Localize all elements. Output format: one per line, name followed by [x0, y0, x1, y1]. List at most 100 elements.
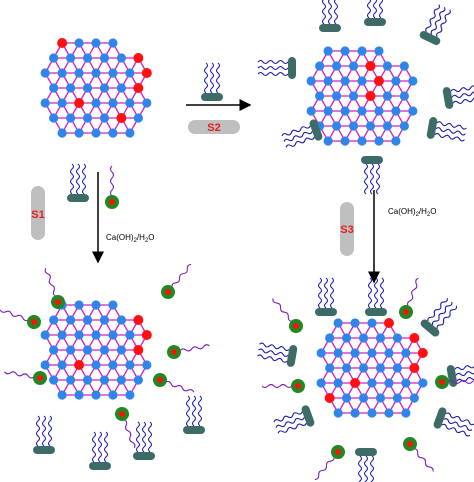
surfactant-tail — [436, 121, 467, 130]
lattice-atom — [374, 136, 384, 146]
lattice-atom — [65, 83, 76, 93]
bead-core — [171, 349, 177, 355]
lattice-atom — [65, 315, 76, 325]
surfactant-head — [183, 426, 205, 434]
lattice-atom — [367, 348, 377, 358]
lattice-atom — [340, 46, 350, 56]
reactive-atom — [409, 333, 420, 343]
lattice-atom — [357, 76, 367, 86]
surfactant-tail — [91, 431, 97, 463]
lattice-atom — [358, 363, 369, 373]
lattice-atom — [65, 345, 76, 355]
lattice-atom — [116, 375, 127, 385]
surfactant-tail — [281, 125, 311, 137]
lattice-atom — [108, 38, 118, 48]
lattice-atom — [399, 91, 409, 101]
bead-core — [439, 379, 445, 385]
surfactant-tail — [215, 62, 221, 94]
lattice-atom — [57, 360, 67, 370]
reactive-atom — [133, 53, 144, 63]
lattice-atom — [91, 38, 101, 48]
surfactant — [33, 415, 55, 454]
lattice-atom — [99, 315, 110, 325]
surfactant — [361, 156, 383, 195]
lattice-atom — [325, 363, 335, 373]
lattice-atom — [82, 53, 93, 63]
lattice-atom — [125, 390, 135, 400]
surfactant-tail — [363, 455, 369, 482]
surfactant-tail — [450, 85, 474, 93]
lattice-atom — [116, 83, 127, 93]
lattice-atom — [325, 333, 335, 343]
lattice-atom — [374, 46, 384, 56]
surfactant-head — [89, 462, 111, 470]
bead-tail — [413, 448, 434, 472]
lattice-atom — [316, 378, 326, 388]
lattice-atom — [348, 121, 359, 131]
lattice-atom — [142, 98, 152, 108]
lattice-atom — [375, 363, 386, 373]
lattice-atom — [357, 106, 367, 116]
lattice-atom — [331, 61, 342, 71]
surfactant-tail — [283, 131, 313, 142]
step-pill-s3: S3 — [340, 202, 354, 256]
lattice-atom — [331, 121, 342, 131]
surfactant — [365, 277, 387, 316]
lattice-atom — [108, 360, 118, 370]
surfactant-tail — [257, 71, 289, 77]
surfactant-tail — [97, 431, 103, 463]
lattice-atom — [57, 330, 67, 340]
reactive-atom — [141, 68, 152, 78]
lattice-atom — [358, 333, 369, 343]
surfactant-tail — [275, 417, 305, 428]
surfactant — [257, 342, 298, 367]
lattice-atom — [341, 363, 352, 373]
green-bead — [167, 344, 210, 359]
surfactant-tail — [373, 277, 379, 309]
surfactant-tail — [257, 354, 288, 363]
surfactant-tail — [329, 277, 335, 309]
lattice-atom — [108, 330, 118, 340]
lattice-atom — [125, 330, 135, 340]
lattice-atom — [408, 106, 418, 116]
lattice-atom — [116, 53, 127, 63]
surfactant-tail — [379, 277, 385, 309]
lattice-bonds — [44, 304, 148, 396]
lattice-atom — [49, 315, 59, 325]
reactive-atom — [141, 330, 152, 340]
lattice-atom — [341, 333, 352, 343]
surfactant-tail — [103, 431, 109, 463]
lattice-atom — [401, 408, 411, 418]
bead-tail — [447, 379, 474, 385]
reagent-label-left: Ca(OH)2/H2O — [106, 233, 154, 244]
surfactant-tail — [443, 418, 473, 431]
lattice-atom — [392, 363, 403, 373]
surfactant — [183, 395, 205, 434]
surfactant-head — [309, 119, 323, 141]
surfactant-tail — [445, 412, 474, 426]
surfactant-tail — [434, 132, 465, 142]
lattice-atom — [333, 378, 343, 388]
lattice-atom — [91, 98, 101, 108]
lattice-atom — [49, 53, 59, 63]
lattice-atom — [49, 83, 59, 93]
surfactant-head — [442, 87, 454, 109]
surfactant-head — [419, 31, 441, 45]
lattice-atom — [142, 360, 152, 370]
lattice-atom — [99, 113, 110, 123]
green-bead — [4, 371, 47, 385]
green-bead — [261, 379, 305, 393]
lattice-atom — [74, 330, 84, 340]
lattice-atom — [74, 68, 84, 78]
bead-tail — [44, 267, 57, 297]
surfactant-head — [315, 308, 337, 316]
lattice-atom — [384, 348, 394, 358]
lattice-atom — [315, 91, 325, 101]
surfactant-head — [286, 345, 298, 367]
lattice-atom — [125, 128, 135, 138]
bead-core — [119, 411, 125, 417]
green-bead — [399, 277, 419, 319]
lattice-atom — [340, 136, 350, 146]
lattice-atom — [82, 83, 93, 93]
